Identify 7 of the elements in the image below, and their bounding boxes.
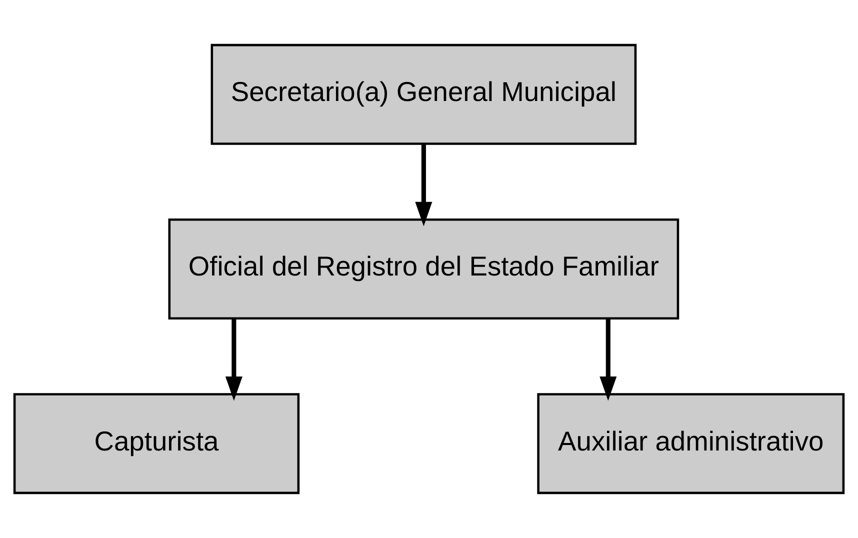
node-box: Auxiliar administrativo <box>537 393 845 494</box>
arrow <box>415 144 432 226</box>
arrow <box>225 318 242 401</box>
node-box: Oficial del Registro del Estado Familiar <box>168 218 680 320</box>
node-box: Secretario(a) General Municipal <box>210 44 637 145</box>
node-box: Capturista <box>13 393 300 494</box>
arrow <box>600 318 617 401</box>
